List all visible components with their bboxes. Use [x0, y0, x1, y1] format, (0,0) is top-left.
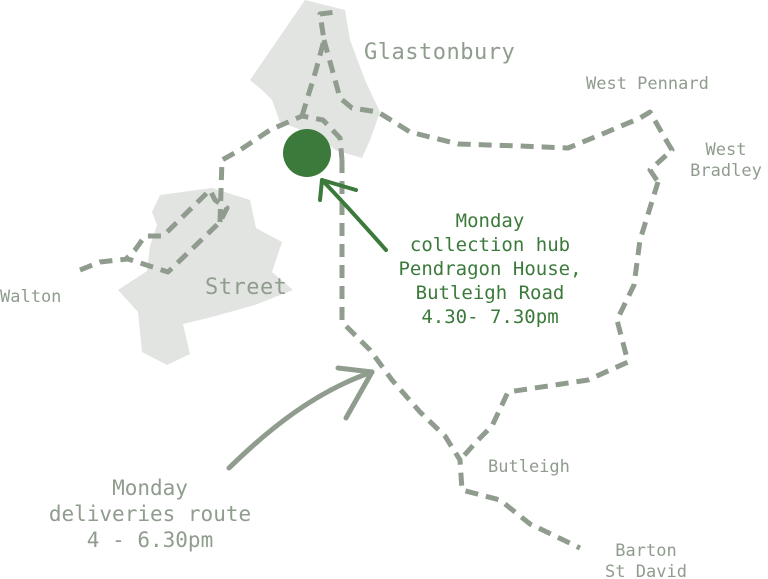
route-walton-street [79, 187, 230, 275]
hub-venue: Pendragon House, [398, 258, 582, 280]
barton-st-david-label: Barton St David [596, 541, 696, 579]
hub-hours: 4.30- 7.30pm [421, 306, 559, 328]
route-hub-south [339, 160, 582, 551]
hub-title: collection hub [409, 234, 571, 256]
collection-hub-annotation: Monday collection hub Pendragon House, B… [380, 209, 600, 329]
route-hours: 4 - 6.30pm [86, 528, 214, 552]
west-bradley-line2: Bradley [690, 161, 762, 181]
glastonbury-town-area [250, 0, 380, 158]
street-town-area [118, 188, 293, 365]
deliveries-route-annotation: Monday deliveries route 4 - 6.30pm [30, 475, 270, 553]
route-title: deliveries route [48, 502, 252, 526]
butleigh-label: Butleigh [488, 457, 570, 477]
hub-arrow [318, 178, 388, 252]
collection-hub-marker [283, 129, 331, 177]
hub-road: Butleigh Road [415, 282, 565, 304]
route-street-hub [217, 113, 345, 223]
route-day: Monday [112, 476, 188, 500]
glastonbury-label: Glastonbury [364, 40, 516, 65]
walton-label: Walton [0, 287, 62, 307]
west-pennard-label: West Pennard [586, 74, 709, 94]
hub-day: Monday [455, 210, 525, 232]
route-glastonbury-north [299, 9, 337, 117]
barton-line1: Barton [615, 541, 677, 561]
west-bradley-label: West Bradley [684, 140, 768, 182]
west-bradley-line1: West [705, 140, 747, 160]
route-arrow [226, 365, 375, 471]
route-glastonbury-east [321, 39, 675, 184]
delivery-route [79, 9, 675, 551]
barton-line2: St David [605, 562, 687, 579]
street-label: Street [205, 275, 288, 300]
route-bradley-south [458, 181, 661, 462]
